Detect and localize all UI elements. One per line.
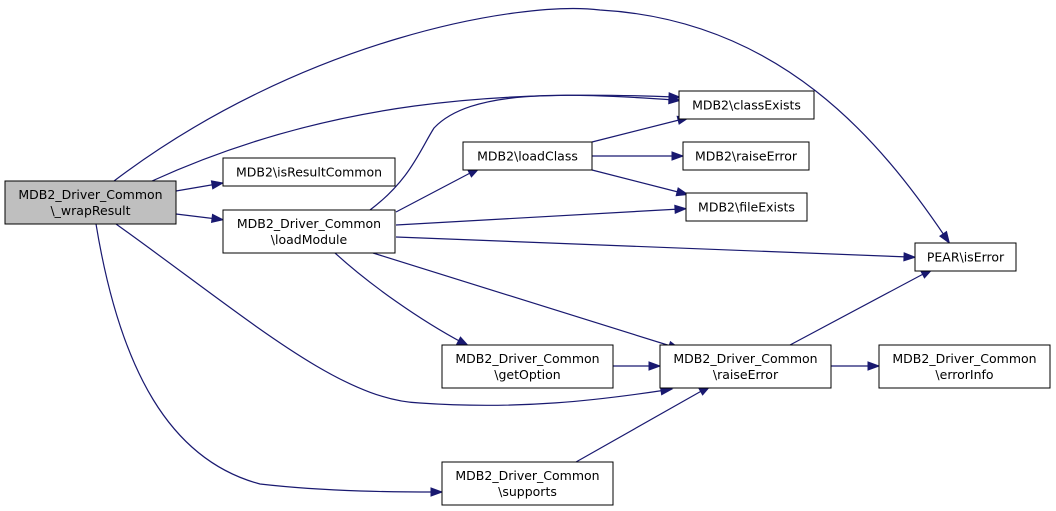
node-label: MDB2\raiseError <box>695 149 798 164</box>
node-label: \errorInfo <box>935 367 993 382</box>
node-box <box>4 180 177 225</box>
edge-wrap-to-supports <box>95 223 444 497</box>
node-label: MDB2\classExists <box>692 98 801 113</box>
node-label: \_wrapResult <box>50 203 130 218</box>
edge-wrap-to-isResultCommon <box>175 180 225 192</box>
arrowhead <box>210 213 225 224</box>
node-box <box>222 209 396 254</box>
node-label: MDB2_Driver_Common <box>455 468 599 483</box>
node-box <box>682 141 810 171</box>
node-label: \getOption <box>494 367 560 382</box>
node-box <box>685 192 808 222</box>
node-label: MDB2_Driver_Common <box>237 216 381 231</box>
node-box <box>659 344 832 389</box>
edge-getOption-to-raiseError <box>613 361 662 371</box>
node-box <box>441 344 614 389</box>
node-classExists[interactable]: MDB2\classExists <box>678 90 815 120</box>
edges-layer <box>95 7 951 497</box>
node-box <box>878 344 1051 389</box>
node-loadClass[interactable]: MDB2\loadClass <box>462 141 593 171</box>
edge-line <box>789 271 928 346</box>
edge-loadModule-to-fileExists <box>395 204 688 226</box>
node-label: MDB2_Driver_Common <box>455 351 599 366</box>
node-wrap[interactable]: MDB2_Driver_Common\_wrapResult <box>4 180 177 225</box>
arrowhead <box>668 94 682 105</box>
edge-loadModule-to-isError <box>395 236 917 262</box>
node-label: MDB2\isResultCommon <box>236 165 382 180</box>
edge-line <box>334 252 464 344</box>
node-label: MDB2\loadClass <box>477 149 578 164</box>
edge-wrap-to-loadModule <box>175 213 225 224</box>
edge-loadClass-to-classExists <box>591 115 691 143</box>
edge-line <box>395 236 910 258</box>
nodes-layer: MDB2_Driver_Common\_wrapResultMDB2\isRes… <box>4 90 1051 506</box>
edge-line <box>151 94 675 182</box>
node-raiseErrorMDB2[interactable]: MDB2\raiseError <box>682 141 810 171</box>
node-loadModule[interactable]: MDB2_Driver_Common\loadModule <box>222 209 396 254</box>
node-label: \raiseError <box>713 367 779 382</box>
edge-loadModule-to-classExists <box>369 94 682 211</box>
node-label: MDB2\fileExists <box>698 200 795 215</box>
node-getOption[interactable]: MDB2_Driver_Common\getOption <box>441 344 614 389</box>
edge-line <box>113 7 947 239</box>
node-label: \supports <box>498 484 557 499</box>
node-label: PEAR\isError <box>927 250 1005 265</box>
arrowhead <box>675 187 690 197</box>
edge-line <box>395 170 475 213</box>
edge-line <box>175 183 218 192</box>
node-fileExists[interactable]: MDB2\fileExists <box>685 192 808 222</box>
edge-raiseError-to-isError <box>789 268 934 346</box>
arrowhead <box>430 487 444 497</box>
node-box <box>462 141 593 171</box>
arrowhead <box>210 180 225 190</box>
node-isError[interactable]: PEAR\isError <box>914 242 1017 272</box>
node-box <box>441 461 614 506</box>
edge-line <box>372 252 675 348</box>
edge-line <box>369 94 675 211</box>
arrowhead <box>867 361 881 371</box>
edge-line <box>575 388 706 463</box>
node-label: \loadModule <box>271 232 348 247</box>
node-raiseError[interactable]: MDB2_Driver_Common\raiseError <box>659 344 832 389</box>
arrowhead <box>903 252 917 262</box>
edge-supports-to-raiseError <box>575 385 712 463</box>
edge-line <box>395 208 681 226</box>
arrowhead <box>648 361 662 371</box>
arrowhead <box>671 151 685 161</box>
edge-wrap-to-isError <box>113 7 951 245</box>
edge-line <box>175 213 218 220</box>
edge-line <box>591 118 684 143</box>
edge-loadClass-to-raiseErrorMDB2 <box>592 151 685 161</box>
edge-loadModule-to-loadClass <box>395 167 481 213</box>
node-box <box>222 157 396 187</box>
edge-raiseError-to-errorInfo <box>831 361 881 371</box>
node-supports[interactable]: MDB2_Driver_Common\supports <box>441 461 614 506</box>
node-label: MDB2_Driver_Common <box>673 351 817 366</box>
node-label: MDB2_Driver_Common <box>18 187 162 202</box>
arrowhead <box>674 204 688 215</box>
edge-loadModule-to-raiseError <box>372 252 682 350</box>
node-isResultCommon[interactable]: MDB2\isResultCommon <box>222 157 396 187</box>
edge-loadModule-to-getOption <box>334 252 470 347</box>
edge-line <box>95 223 437 493</box>
node-box <box>678 90 815 120</box>
edge-line <box>115 223 667 406</box>
arrowhead <box>939 230 951 245</box>
edge-loadClass-to-fileExists <box>591 169 690 197</box>
node-errorInfo[interactable]: MDB2_Driver_Common\errorInfo <box>878 344 1051 389</box>
node-label: MDB2_Driver_Common <box>892 351 1036 366</box>
node-box <box>914 242 1017 272</box>
edge-line <box>591 169 683 194</box>
